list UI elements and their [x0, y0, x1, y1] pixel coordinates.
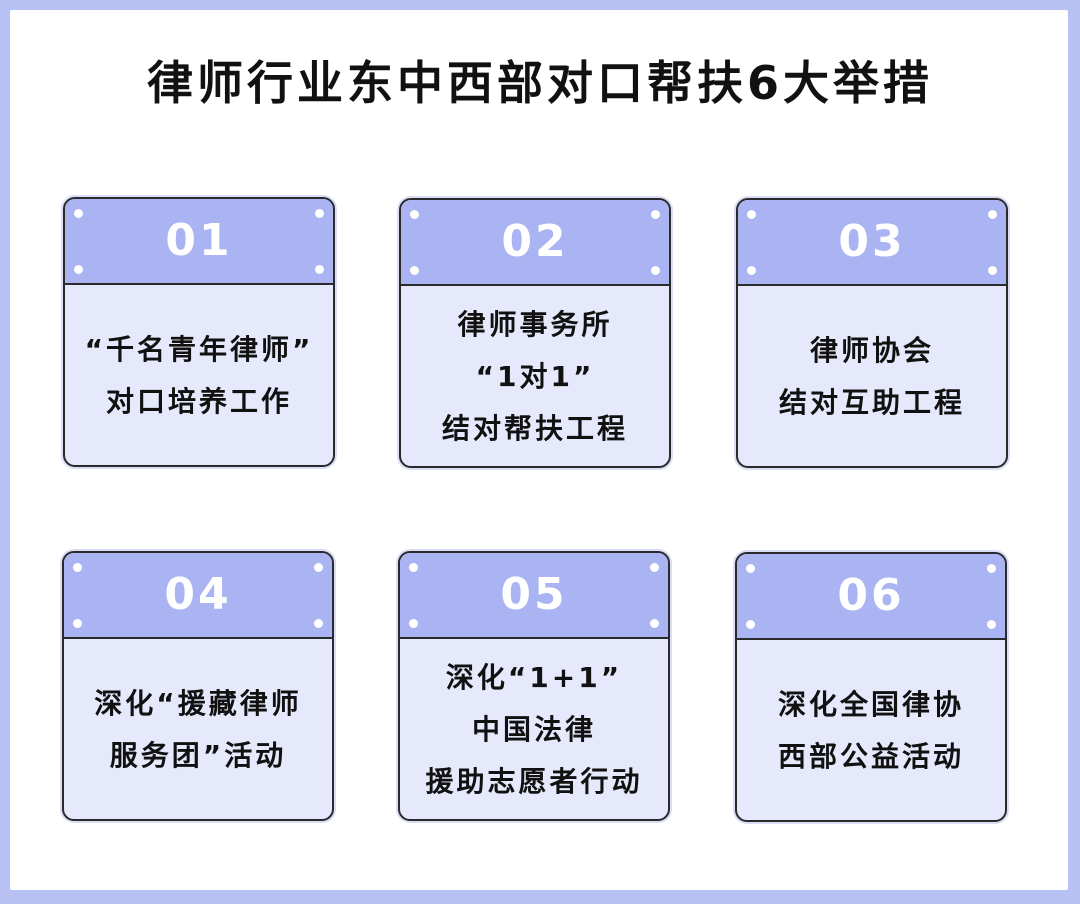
- card-body: 律师协会 结对互助工程: [738, 286, 1006, 466]
- card-text-line: 对口培养工作: [105, 385, 292, 418]
- card-text-line: 律师协会: [809, 334, 934, 367]
- card-number: 01: [165, 215, 233, 266]
- rivet-dot: [988, 266, 997, 275]
- card-text-line: 深化全国律协: [777, 688, 964, 721]
- rivet-dot: [747, 266, 756, 275]
- card-text-line: 结对帮扶工程: [441, 412, 628, 445]
- card-body: 深化“1+1” 中国法律 援助志愿者行动: [400, 639, 668, 819]
- rivet-dot: [409, 563, 418, 572]
- card-number: 02: [501, 216, 569, 267]
- card-number: 04: [164, 569, 232, 620]
- rivet-dot: [650, 563, 659, 572]
- card-text-line: 西部公益活动: [777, 740, 964, 773]
- rivet-dot: [315, 209, 324, 218]
- measure-card-6: 06 深化全国律协 西部公益活动: [735, 552, 1007, 822]
- page-title: 律师行业东中西部对口帮扶6大举措: [146, 56, 933, 110]
- card-text-line: 深化“援藏律师: [94, 687, 302, 720]
- card-number: 05: [500, 569, 568, 620]
- rivet-dot: [314, 619, 323, 628]
- rivet-dot: [409, 619, 418, 628]
- rivet-dot: [73, 619, 82, 628]
- rivet-dot: [746, 564, 755, 573]
- rivet-dot: [315, 265, 324, 274]
- card-text-line: 援助志愿者行动: [425, 765, 643, 798]
- card-header: 05: [400, 553, 668, 639]
- rivet-dot: [651, 266, 660, 275]
- card-header: 04: [64, 553, 332, 639]
- measure-card-1: 01 “千名青年律师” 对口培养工作: [63, 197, 335, 467]
- card-body: 深化全国律协 西部公益活动: [737, 640, 1005, 820]
- rivet-dot: [987, 620, 996, 629]
- measure-card-4: 04 深化“援藏律师 服务团”活动: [62, 551, 334, 821]
- card-header: 01: [65, 199, 333, 285]
- card-body: “千名青年律师” 对口培养工作: [65, 285, 333, 465]
- rivet-dot: [987, 564, 996, 573]
- card-text-line: 深化“1+1”: [445, 661, 623, 694]
- card-number: 06: [837, 570, 905, 621]
- measure-card-5: 05 深化“1+1” 中国法律 援助志愿者行动: [398, 551, 670, 821]
- rivet-dot: [73, 563, 82, 572]
- card-text-line: 结对互助工程: [778, 386, 965, 419]
- card-text-line: “1对1”: [475, 360, 595, 393]
- card-text-line: 服务团”活动: [109, 739, 287, 772]
- card-header: 03: [738, 200, 1006, 286]
- card-body: 律师事务所 “1对1” 结对帮扶工程: [401, 286, 669, 466]
- card-text-line: 中国法律: [471, 713, 596, 746]
- card-text-line: 律师事务所: [457, 308, 613, 341]
- rivet-dot: [747, 210, 756, 219]
- rivet-dot: [410, 266, 419, 275]
- rivet-dot: [74, 265, 83, 274]
- card-header: 06: [737, 554, 1005, 640]
- rivet-dot: [650, 619, 659, 628]
- card-text-line: “千名青年律师”: [84, 333, 314, 366]
- rivet-dot: [314, 563, 323, 572]
- card-number: 03: [838, 216, 906, 267]
- measure-card-2: 02 律师事务所 “1对1” 结对帮扶工程: [399, 198, 671, 468]
- rivet-dot: [988, 210, 997, 219]
- card-body: 深化“援藏律师 服务团”活动: [64, 639, 332, 819]
- measure-card-3: 03 律师协会 结对互助工程: [736, 198, 1008, 468]
- rivet-dot: [746, 620, 755, 629]
- card-header: 02: [401, 200, 669, 286]
- rivet-dot: [651, 210, 660, 219]
- rivet-dot: [74, 209, 83, 218]
- rivet-dot: [410, 210, 419, 219]
